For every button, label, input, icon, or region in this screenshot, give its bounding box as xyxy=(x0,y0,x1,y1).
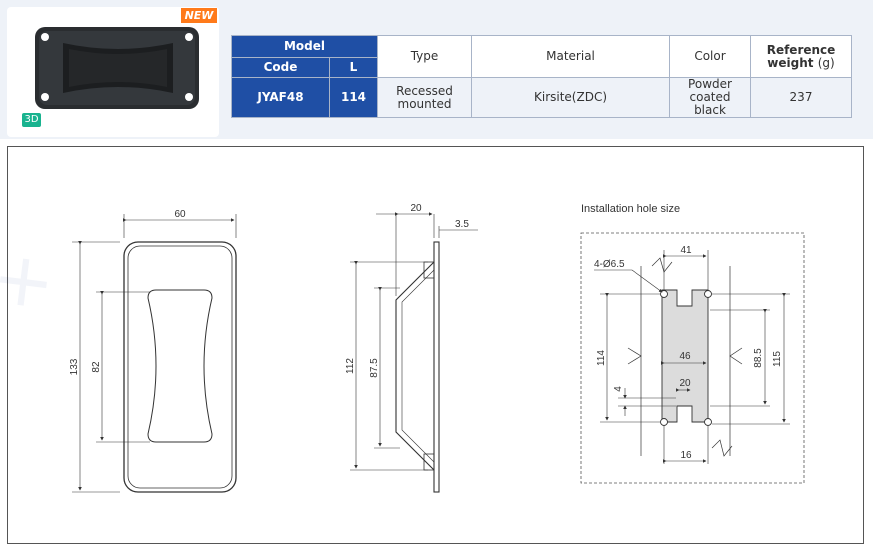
side-inner-height-dim: 87.5 xyxy=(369,358,380,378)
code-header: Code xyxy=(231,57,330,78)
slot-width-dim: 20 xyxy=(679,378,691,389)
side-depth-dim: 20 xyxy=(410,203,422,214)
cutout-width-dim: 46 xyxy=(679,351,691,362)
code-cell: JYAF48 xyxy=(231,77,330,118)
material-cell: Kirsite(ZDC) xyxy=(471,77,670,118)
hole-inner-height-dim: 88.5 xyxy=(753,348,764,368)
model-header: Model xyxy=(231,35,378,58)
weight-header: Reference weight (g) xyxy=(750,35,852,78)
bottom-width-dim: 16 xyxy=(680,450,692,461)
hole-top-width-dim: 41 xyxy=(680,245,692,256)
hole-height-dim: 114 xyxy=(596,350,607,366)
flange-dim: 3.5 xyxy=(455,219,469,230)
material-header: Material xyxy=(471,35,670,78)
holes-label: 4-Ø6.5 xyxy=(594,259,625,270)
weight-unit: (g) xyxy=(817,55,835,70)
l-cell: 114 xyxy=(329,77,378,118)
type-cell: Recessed mounted xyxy=(377,77,472,118)
product-photo xyxy=(35,27,199,109)
type-header: Type xyxy=(377,35,472,78)
front-view: 60 133 82 xyxy=(69,209,237,493)
side-height-dim: 112 xyxy=(345,358,356,374)
side-view: 20 3.5 112 87.5 xyxy=(345,203,478,493)
3d-view-button[interactable]: 3D xyxy=(22,113,41,127)
hole-outer-height-dim: 115 xyxy=(772,351,783,367)
installation-hole-view: Installation hole size 41 4-Ø6.5 46 20 1… xyxy=(580,203,805,484)
color-cell: Powder coated black xyxy=(669,77,751,118)
grip-height-dim: 82 xyxy=(91,361,102,373)
front-width-dim: 60 xyxy=(174,209,186,220)
color-header: Color xyxy=(669,35,751,78)
new-badge: NEW xyxy=(181,8,217,23)
front-height-dim: 133 xyxy=(69,358,80,375)
slot-height-dim: 4 xyxy=(613,386,624,392)
spec-table: Model Type Material Color Reference weig… xyxy=(231,35,852,118)
weight-header-label: Reference weight xyxy=(766,42,836,70)
weight-cell: 237 xyxy=(750,77,852,118)
hole-size-title: Installation hole size xyxy=(581,203,680,215)
